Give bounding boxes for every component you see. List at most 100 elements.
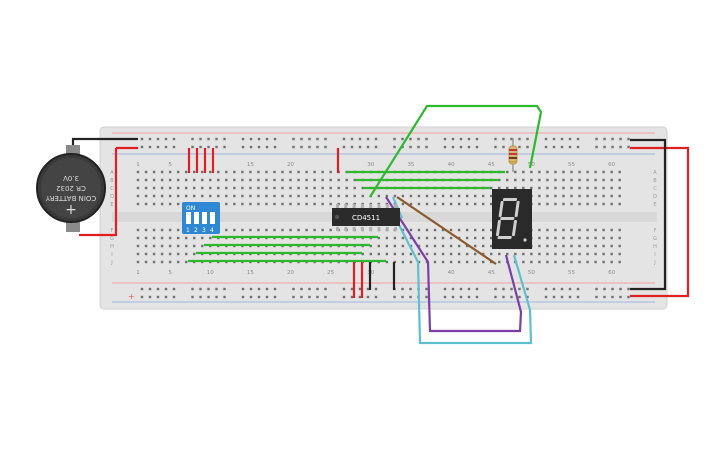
breadboard-hole[interactable]	[490, 228, 493, 232]
breadboard-hole[interactable]	[241, 295, 245, 299]
dip-switch-body[interactable]	[182, 202, 220, 234]
breadboard-hole[interactable]	[164, 295, 168, 299]
breadboard-hole[interactable]	[156, 145, 160, 149]
breadboard-hole[interactable]	[459, 287, 463, 291]
breadboard-hole[interactable]	[191, 295, 194, 299]
breadboard-hole[interactable]	[481, 228, 485, 232]
breadboard-hole[interactable]	[530, 178, 533, 182]
breadboard-hole[interactable]	[594, 186, 597, 190]
breadboard-hole[interactable]	[350, 295, 354, 299]
breadboard-hole[interactable]	[401, 236, 405, 240]
breadboard-hole[interactable]	[160, 252, 164, 256]
breadboard-hole[interactable]	[201, 236, 204, 240]
breadboard-hole[interactable]	[152, 244, 156, 248]
breadboard-hole[interactable]	[473, 202, 477, 206]
breadboard-hole[interactable]	[546, 252, 549, 256]
breadboard-hole[interactable]	[467, 295, 471, 299]
breadboard-hole[interactable]	[385, 260, 389, 264]
breadboard-hole[interactable]	[313, 170, 316, 174]
breadboard-hole[interactable]	[425, 228, 429, 232]
breadboard-hole[interactable]	[433, 202, 437, 206]
breadboard-hole[interactable]	[160, 170, 164, 174]
breadboard-hole[interactable]	[514, 252, 517, 256]
breadboard-hole[interactable]	[313, 228, 316, 232]
breadboard-hole[interactable]	[494, 295, 497, 299]
breadboard-hole[interactable]	[570, 228, 573, 232]
breadboard-hole[interactable]	[257, 145, 261, 149]
breadboard-hole[interactable]	[152, 228, 156, 232]
breadboard-hole[interactable]	[538, 170, 541, 174]
breadboard-hole[interactable]	[459, 295, 463, 299]
breadboard-hole[interactable]	[449, 228, 453, 232]
breadboard-hole[interactable]	[568, 145, 572, 149]
breadboard-hole[interactable]	[538, 252, 541, 256]
breadboard-hole[interactable]	[475, 145, 479, 149]
breadboard-hole[interactable]	[451, 287, 455, 291]
breadboard-hole[interactable]	[176, 228, 180, 232]
breadboard-hole[interactable]	[144, 186, 148, 190]
breadboard-hole[interactable]	[522, 260, 525, 264]
breadboard-hole[interactable]	[313, 202, 316, 206]
breadboard-hole[interactable]	[233, 194, 236, 198]
breadboard-hole[interactable]	[546, 170, 549, 174]
breadboard-hole[interactable]	[191, 287, 194, 291]
breadboard-hole[interactable]	[586, 178, 589, 182]
breadboard-hole[interactable]	[289, 228, 292, 232]
breadboard-hole[interactable]	[610, 228, 613, 232]
breadboard-hole[interactable]	[160, 178, 164, 182]
breadboard-hole[interactable]	[546, 236, 549, 240]
breadboard-hole[interactable]	[443, 287, 447, 291]
breadboard-hole[interactable]	[538, 244, 541, 248]
breadboard-hole[interactable]	[377, 194, 381, 198]
breadboard-hole[interactable]	[526, 295, 529, 299]
breadboard-hole[interactable]	[209, 178, 212, 182]
breadboard-hole[interactable]	[168, 170, 172, 174]
breadboard-hole[interactable]	[602, 244, 605, 248]
breadboard-hole[interactable]	[594, 252, 597, 256]
breadboard-hole[interactable]	[199, 295, 202, 299]
breadboard-hole[interactable]	[594, 260, 597, 264]
breadboard-hole[interactable]	[297, 202, 300, 206]
breadboard-hole[interactable]	[152, 186, 156, 190]
breadboard-hole[interactable]	[225, 186, 228, 190]
breadboard-hole[interactable]	[168, 178, 172, 182]
breadboard-hole[interactable]	[160, 186, 164, 190]
breadboard-hole[interactable]	[366, 287, 370, 291]
breadboard-hole[interactable]	[595, 137, 598, 141]
breadboard-hole[interactable]	[273, 137, 277, 141]
breadboard-hole[interactable]	[265, 186, 268, 190]
breadboard-hole[interactable]	[144, 252, 148, 256]
breadboard-hole[interactable]	[522, 170, 525, 174]
breadboard-hole[interactable]	[156, 287, 160, 291]
breadboard-hole[interactable]	[308, 287, 311, 291]
breadboard-hole[interactable]	[324, 145, 327, 149]
breadboard-hole[interactable]	[602, 228, 605, 232]
breadboard-hole[interactable]	[297, 178, 300, 182]
breadboard-hole[interactable]	[329, 178, 332, 182]
breadboard-hole[interactable]	[554, 170, 557, 174]
breadboard-hole[interactable]	[257, 202, 260, 206]
breadboard-hole[interactable]	[385, 236, 389, 240]
breadboard-hole[interactable]	[544, 145, 548, 149]
breadboard-hole[interactable]	[201, 178, 204, 182]
breadboard-hole[interactable]	[342, 145, 346, 149]
breadboard-hole[interactable]	[160, 236, 164, 240]
breadboard-hole[interactable]	[289, 202, 292, 206]
breadboard-hole[interactable]	[506, 170, 509, 174]
seven-segment-display[interactable]: 8	[492, 189, 532, 249]
breadboard-hole[interactable]	[546, 260, 549, 264]
breadboard-hole[interactable]	[199, 137, 202, 141]
breadboard-hole[interactable]	[300, 287, 303, 291]
breadboard-hole[interactable]	[538, 202, 541, 206]
breadboard-hole[interactable]	[473, 244, 477, 248]
breadboard-hole[interactable]	[611, 295, 614, 299]
breadboard-hole[interactable]	[223, 295, 226, 299]
breadboard-hole[interactable]	[586, 252, 589, 256]
breadboard-hole[interactable]	[602, 186, 605, 190]
breadboard-hole[interactable]	[465, 228, 469, 232]
breadboard-hole[interactable]	[465, 244, 469, 248]
breadboard-hole[interactable]	[305, 170, 308, 174]
breadboard-hole[interactable]	[610, 202, 613, 206]
breadboard-hole[interactable]	[172, 287, 176, 291]
breadboard-hole[interactable]	[562, 260, 565, 264]
